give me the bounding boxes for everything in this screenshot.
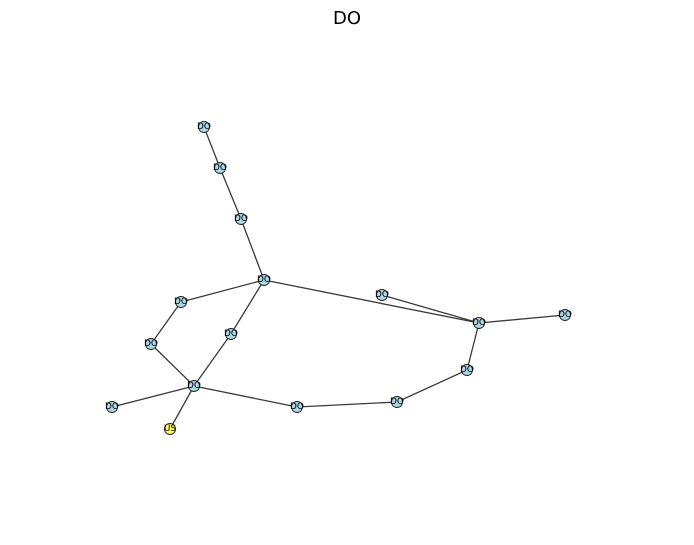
graph-node-label: DO bbox=[558, 310, 572, 320]
graph-edge-n4-n7 bbox=[230, 279, 265, 335]
graph-node-circle bbox=[188, 380, 200, 392]
graph-node-label: DO bbox=[390, 397, 404, 407]
graph-edge-n6-n9 bbox=[478, 314, 566, 324]
graph-node-circle bbox=[473, 317, 485, 329]
graph-node-label: DO bbox=[375, 290, 389, 300]
graph-edge-n10-n6 bbox=[466, 322, 480, 371]
graph-node-n6: DO bbox=[472, 317, 486, 329]
graph-node-circle bbox=[461, 364, 473, 376]
graph-node-n9: DO bbox=[558, 309, 572, 321]
graph-node-n4: DO bbox=[257, 274, 271, 286]
graph-node-n17: US bbox=[164, 423, 177, 435]
graph-node-circle bbox=[145, 338, 157, 350]
graph-node-label: DO bbox=[144, 339, 158, 349]
graph-node-label: DO bbox=[257, 275, 271, 285]
node-layer: DO DO DO DO DO DO DO DO DO DO DO DO DO DO DO US bbox=[105, 121, 572, 435]
graph-node-circle bbox=[376, 289, 388, 301]
graph-edge-n1-n2 bbox=[203, 126, 221, 169]
graph-node-n11: DO bbox=[187, 380, 201, 392]
graph-node-n2: DO bbox=[213, 162, 227, 174]
graph-edge-n6-n15 bbox=[381, 294, 480, 324]
graph-edge-n3-n4 bbox=[240, 218, 265, 281]
graph-node-label: US bbox=[164, 424, 177, 434]
graph-node-circle bbox=[214, 162, 226, 174]
graph-node-n10: DO bbox=[460, 364, 474, 376]
graph-node-label: DO bbox=[174, 297, 188, 307]
graph-node-circle bbox=[235, 213, 247, 225]
graph-node-label: DO bbox=[187, 381, 201, 391]
graph-edge-n11-n12 bbox=[111, 385, 195, 408]
graph-node-circle bbox=[225, 328, 237, 340]
graph-node-label: DO bbox=[290, 402, 304, 412]
graph-node-label: DO bbox=[105, 402, 119, 412]
graph-node-circle bbox=[291, 401, 303, 413]
graph-edge-n13-n14 bbox=[296, 401, 398, 408]
graph-edge-n7-n11 bbox=[193, 333, 232, 387]
graph-node-circle bbox=[559, 309, 571, 321]
graph-node-n5: DO bbox=[174, 296, 188, 308]
graph-node-n13: DO bbox=[290, 401, 304, 413]
graph-node-n15: DO bbox=[375, 289, 389, 301]
graph-edge-n11-n13 bbox=[193, 385, 298, 408]
graph-node-circle bbox=[391, 396, 403, 408]
graph-node-n8: DO bbox=[144, 338, 158, 350]
graph-node-n7: DO bbox=[224, 328, 238, 340]
graph-edge-n11-n17 bbox=[169, 385, 195, 430]
graph-edge-n5-n8 bbox=[150, 301, 182, 345]
graph-edge-n4-n5 bbox=[180, 279, 265, 303]
graph-node-n14: DO bbox=[390, 396, 404, 408]
graph-node-label: DO bbox=[213, 163, 227, 173]
graph-node-label: DO bbox=[224, 329, 238, 339]
graph-node-n3: DO bbox=[234, 213, 248, 225]
graph-node-circle bbox=[258, 274, 270, 286]
graph-node-label: DO bbox=[234, 214, 248, 224]
graph-node-circle bbox=[175, 296, 187, 308]
edge-layer bbox=[111, 126, 566, 430]
graph-edge-n8-n11 bbox=[150, 343, 195, 387]
graph-node-label: DO bbox=[197, 122, 211, 132]
graph-edge-n14-n10 bbox=[396, 369, 468, 403]
graph-node-circle bbox=[106, 401, 118, 413]
graph-node-n12: DO bbox=[105, 401, 119, 413]
graph-node-label: DO bbox=[460, 365, 474, 375]
graph-node-circle bbox=[198, 121, 210, 133]
graph-edge-n4-n6 bbox=[263, 279, 480, 324]
graph-node-circle bbox=[164, 423, 176, 435]
graph-edge-n2-n3 bbox=[219, 167, 242, 220]
graph-node-label: DO bbox=[472, 318, 486, 328]
figure-title: DO bbox=[332, 8, 362, 29]
graph-node-n1: DO bbox=[197, 121, 211, 133]
